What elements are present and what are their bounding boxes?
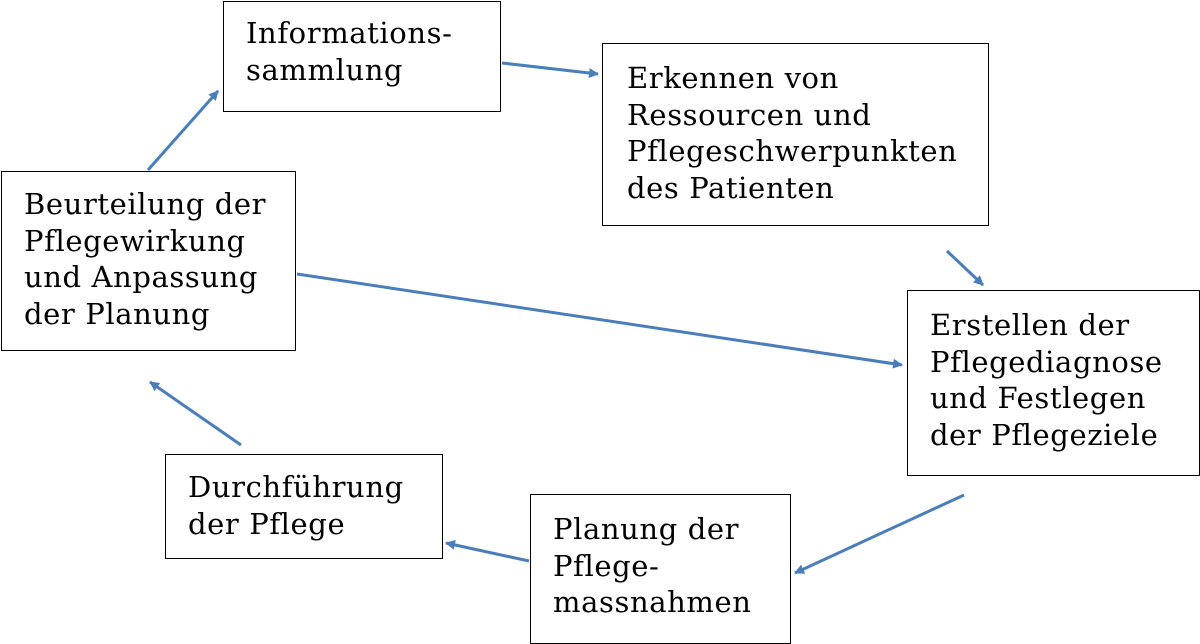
arrow-beurteilung-to-diagnose (296, 272, 903, 369)
arrow-info-to-erkennen (501, 61, 599, 78)
node-beurteilung: Beurteilung der Pflegewirkung und Anpass… (1, 171, 296, 351)
node-informationssammlung: Informations- sammlung (223, 1, 501, 112)
node-label: Beurteilung der Pflegewirkung und Anpass… (24, 187, 267, 331)
arrow-beurteilung-to-info (146, 90, 220, 171)
node-planung-massnahmen: Planung der Pflege- massnahmen (530, 494, 791, 644)
arrow-durchfuehrung-to-beurteilung (149, 380, 242, 447)
node-erkennen-ressourcen: Erkennen von Ressourcen und Pflegeschwer… (602, 43, 989, 226)
node-pflegediagnose: Erstellen der Pflegediagnose und Festleg… (907, 290, 1200, 476)
node-label: Informations- sammlung (246, 16, 453, 87)
node-label: Erkennen von Ressourcen und Pflegeschwer… (627, 61, 958, 205)
node-label: Durchführung der Pflege (188, 470, 404, 541)
node-durchfuehrung: Durchführung der Pflege (165, 454, 443, 559)
arrow-diagnose-to-planung (794, 493, 965, 575)
node-label: Erstellen der Pflegediagnose und Festleg… (930, 308, 1163, 452)
arrow-planung-to-durchfuehrung (445, 540, 530, 563)
node-label: Planung der Pflege- massnahmen (553, 512, 752, 619)
arrow-erkennen-to-diagnose (945, 249, 985, 287)
